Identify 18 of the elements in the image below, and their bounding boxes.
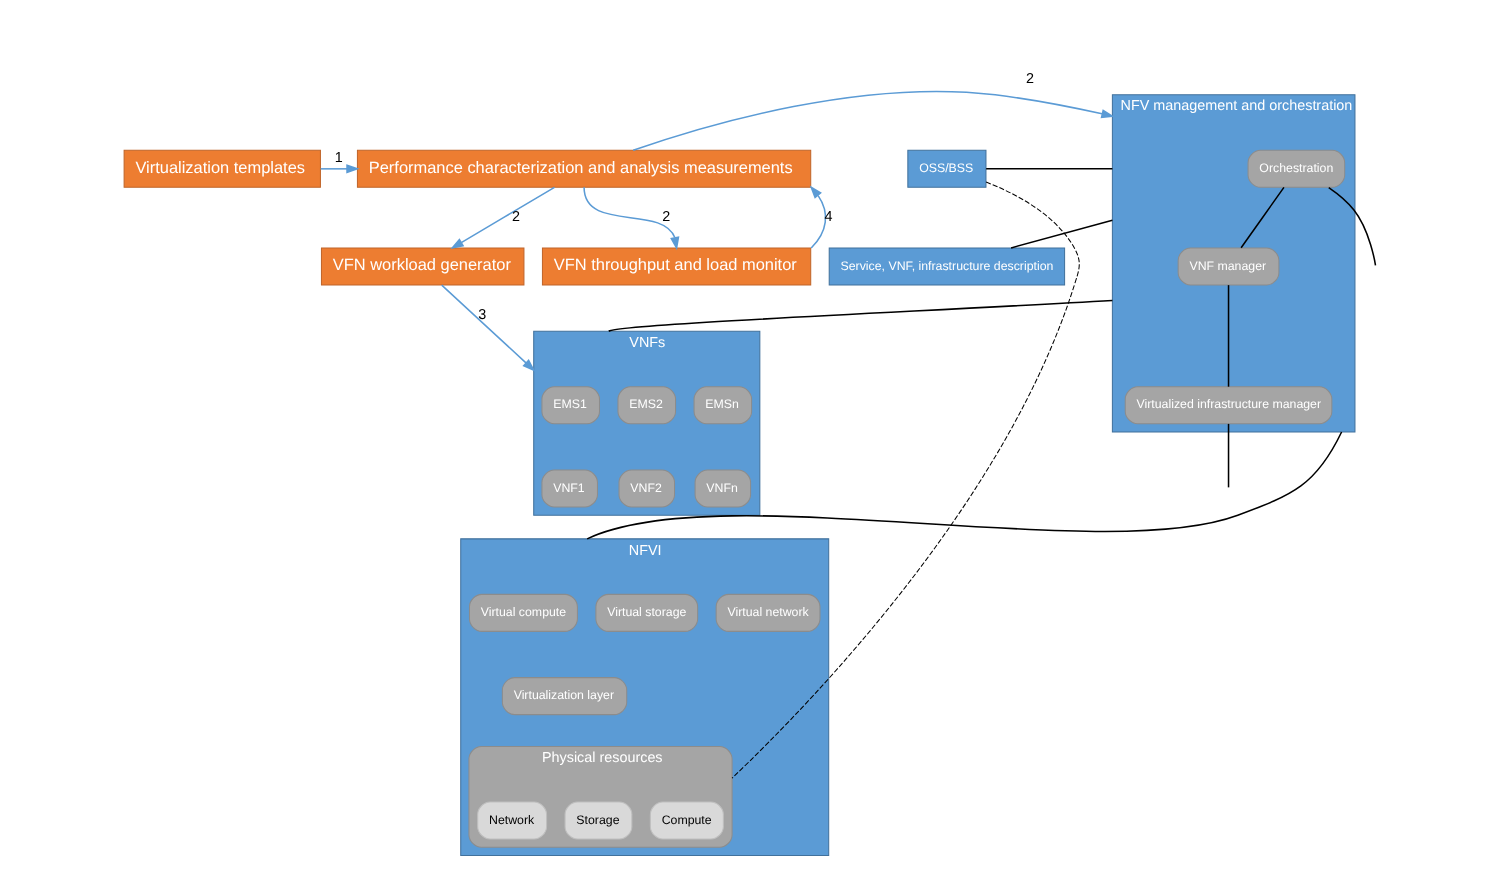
connector [1326,186,1376,267]
arrow [582,186,679,251]
arrow [318,164,359,174]
arrow [631,90,1114,152]
connector [984,168,1113,170]
connector [1226,284,1229,388]
arrow [449,186,555,250]
arrow [440,284,535,372]
node-box: VFN throughput and load monitor [540,247,811,286]
connector [1226,423,1229,489]
connector [1239,186,1284,249]
connector [606,299,1113,332]
connector [730,181,1079,779]
node-box: Performance characterization and analysis measurements [355,149,811,188]
arrow [808,185,826,249]
connector [1009,219,1113,249]
node-box: Virtualization templates [122,149,320,188]
node-box: VFN workload generator [319,247,524,286]
